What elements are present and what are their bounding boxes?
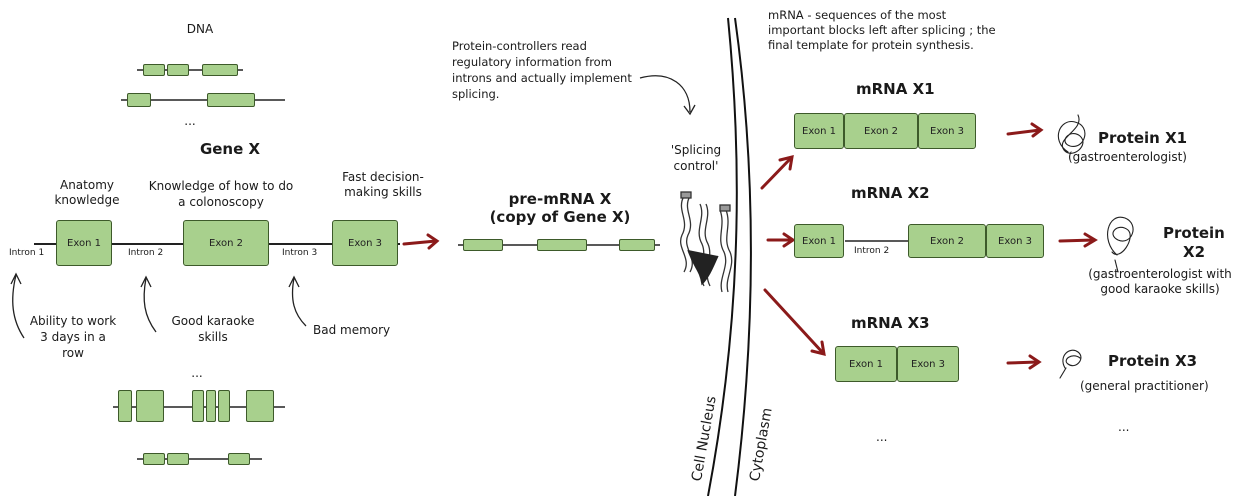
- mrna-x2-exon-3: Exon 3: [986, 224, 1044, 258]
- arrow-to-protein-x2: [1058, 238, 1096, 243]
- protein-x3-name: Protein X3: [1108, 352, 1198, 370]
- protein-x1-shape: [1057, 114, 1086, 154]
- protein-x1-desc: (gastroenterologist): [1068, 150, 1187, 164]
- mrna-x2-title: mRNA X2: [851, 184, 930, 202]
- protein-x2-name-line2: X2: [1183, 243, 1206, 261]
- dna-exon: [246, 390, 274, 422]
- mrna-x2-exon-1: Exon 1: [794, 224, 844, 258]
- intron1-arrow: [12, 274, 25, 339]
- intron3-arrow: [291, 277, 307, 327]
- mrna-x1-exon-1: Exon 1: [794, 113, 844, 149]
- dna-exon: [228, 453, 250, 465]
- intron-2-label: Intron 2: [128, 248, 164, 258]
- mrna-x3-exon-3: Exon 3: [897, 346, 959, 382]
- dna-exon: [118, 390, 132, 422]
- protein-x3-desc: (general practitioner): [1080, 379, 1209, 393]
- protein-ellipsis: ...: [1118, 420, 1130, 434]
- nucleus-membrane-inner: [734, 17, 752, 496]
- dna-label: DNA: [186, 22, 214, 36]
- gene-exon-1: Exon 1: [56, 220, 112, 266]
- ellipsis-bottom: ...: [191, 366, 203, 380]
- dna-exon: [127, 93, 151, 107]
- mrna-x1-exon-3: Exon 3: [918, 113, 976, 149]
- premrna-exon-3: [619, 239, 655, 251]
- intron3-caption: Bad memory: [313, 323, 391, 337]
- premrna-exon-2: [537, 239, 587, 251]
- dna-exon: [192, 390, 204, 422]
- mrna-x3-title: mRNA X3: [851, 314, 930, 332]
- gene-title: Gene X: [199, 140, 261, 158]
- dna-exon: [207, 93, 255, 107]
- ellipsis-top: ...: [184, 114, 196, 128]
- splicing-control-label: 'Splicing control': [670, 143, 722, 173]
- gene-exon-3: Exon 3: [332, 220, 398, 266]
- protein-x2-desc: (gastroenterologist with good karaoke sk…: [1088, 267, 1232, 296]
- exon3-caption: Fast decision-making skills: [342, 170, 424, 199]
- mrna-note: mRNA - sequences of the most important b…: [768, 8, 996, 52]
- dna-exon: [206, 390, 216, 422]
- gene-to-premrna-arrow: [402, 239, 438, 246]
- intron-1-label: Intron 1: [9, 248, 45, 258]
- mrna-x1-title: mRNA X1: [856, 80, 935, 98]
- mrna-x1-exon-2: Exon 2: [844, 113, 918, 149]
- dna-exon: [202, 64, 238, 76]
- premrna-subtitle: (copy of Gene X): [489, 208, 631, 226]
- protein-x2-name-line1: Protein: [1163, 224, 1225, 242]
- intron2-caption: Good karaoke skills: [171, 314, 255, 344]
- arrow-to-mrna-x1: [760, 156, 793, 190]
- dna-exon: [167, 453, 189, 465]
- protein-x3-shape: [1059, 349, 1082, 379]
- premrna-title: pre-mRNA X: [508, 190, 612, 208]
- note-arrow: [639, 75, 691, 113]
- dna-exon: [167, 64, 189, 76]
- premrna-exon-1: [463, 239, 503, 251]
- exon1-caption: Anatomy knowledge: [54, 178, 120, 207]
- mrna-x3-exon-1: Exon 1: [835, 346, 897, 382]
- mrna-ellipsis: ...: [876, 430, 888, 444]
- protein-x1-name: Protein X1: [1098, 129, 1188, 147]
- dna-exon: [143, 453, 165, 465]
- intron-3-label: Intron 3: [282, 248, 318, 258]
- mrna-x2-exon-2: Exon 2: [908, 224, 986, 258]
- arrow-to-protein-x1: [1006, 128, 1042, 136]
- gene-exon-2: Exon 2: [183, 220, 269, 266]
- exon2-caption: Knowledge of how to do a colonoscopy: [148, 179, 294, 209]
- intron1-caption: Ability to work 3 days in a row: [29, 314, 117, 360]
- dna-exon: [218, 390, 230, 422]
- protein-controllers-note: Protein-controllers read regulatory info…: [452, 39, 632, 101]
- intron2-arrow: [143, 277, 157, 333]
- dna-exon: [143, 64, 165, 76]
- mrna-x2-intron-label: Intron 2: [854, 246, 890, 256]
- dna-exon: [136, 390, 164, 422]
- nucleus-membrane-outer: [707, 17, 738, 496]
- arrow-to-mrna-x3: [763, 288, 825, 355]
- protein-x2-shape: [1107, 216, 1134, 273]
- arrow-to-protein-x3: [1006, 360, 1040, 365]
